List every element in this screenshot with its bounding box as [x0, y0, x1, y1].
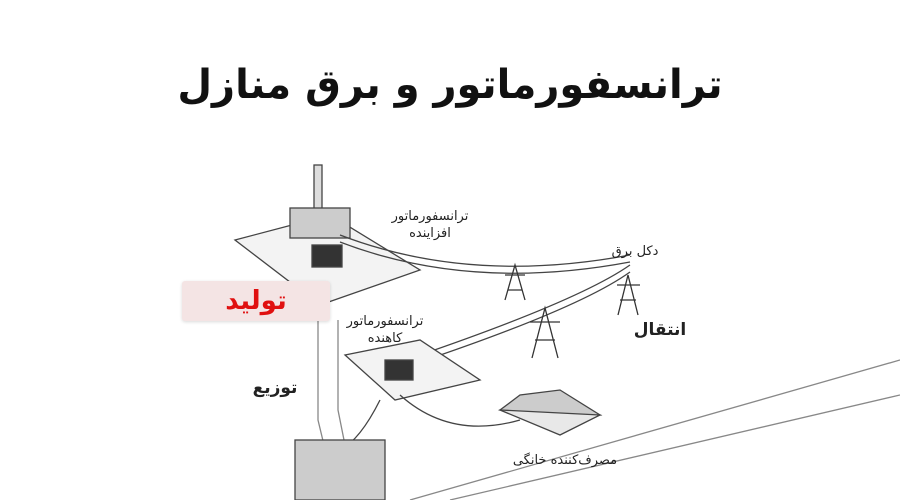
transmission-line [419, 271, 631, 363]
label-line: افزاینده [409, 226, 451, 241]
road [409, 359, 900, 500]
power-plant-building [289, 207, 351, 239]
power-tower-label: دکل برق [611, 244, 659, 259]
factory-building [294, 439, 386, 500]
label-line: ترانسفورماتور [346, 314, 424, 329]
house-roof [498, 389, 603, 416]
transmission-label: انتقال [633, 320, 687, 340]
transmission-line [339, 234, 631, 267]
step-down-transformer-box [384, 359, 414, 381]
transmission-line [419, 264, 631, 356]
label-line: ترانسفورماتور [391, 209, 469, 224]
label-line: کاهنده [367, 331, 403, 346]
step-up-transformer-box [311, 244, 343, 268]
household-consumer-label: مصرف‌کننده خانگی [512, 453, 618, 468]
distribution-label: توزیع [252, 378, 298, 398]
page-title: ترانسفورماتور و برق منازل [177, 62, 723, 108]
distribution-line [399, 394, 521, 427]
power-tower [617, 274, 640, 316]
power-tower [530, 305, 560, 359]
step-up-transformer-label: ترانسفورماتور افزاینده [380, 208, 480, 242]
step-down-transformer-label: ترانسفورماتور کاهنده [335, 313, 435, 347]
generation-label: تولید [182, 281, 330, 321]
power-tower [504, 262, 526, 301]
transmission-line [339, 241, 631, 274]
